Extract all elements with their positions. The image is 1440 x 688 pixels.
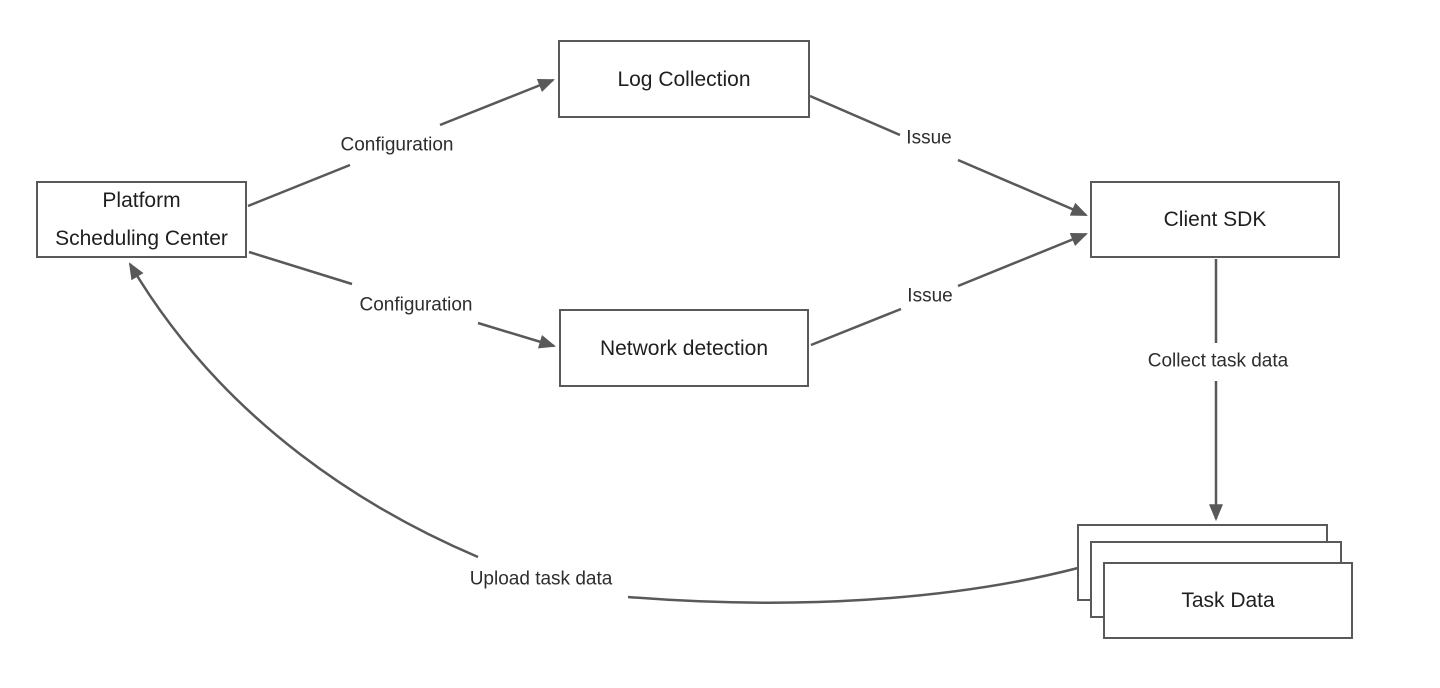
edge-label-issue-top: Issue: [902, 127, 956, 151]
node-network-detection: Network detection: [559, 309, 809, 387]
edge-label-upload-task-data: Upload task data: [465, 568, 617, 592]
edge-label-configuration-top: Configuration: [336, 134, 458, 158]
edge-platform-to-network-seg1: [248, 250, 353, 286]
edge-taskdata-to-platform-seg1: [627, 566, 1079, 604]
node-platform-scheduling-center: Platform Scheduling Center: [36, 181, 247, 258]
node-client-sdk: Client SDK: [1090, 181, 1340, 258]
edge-log-to-client-seg2: [957, 158, 1088, 217]
edge-platform-to-log-seg2: [439, 78, 555, 127]
edge-log-to-client-seg1: [809, 94, 901, 137]
node-network-detection-label: Network detection: [599, 336, 769, 360]
edge-network-to-client-seg1: [810, 307, 902, 347]
edge-network-to-client-seg2: [957, 232, 1088, 288]
edge-label-configuration-bottom: Configuration: [355, 294, 477, 318]
edge-platform-to-network-seg2: [477, 321, 557, 349]
node-platform-label-line1: Platform: [102, 189, 181, 212]
edge-platform-to-log-seg1: [247, 163, 351, 208]
edge-label-issue-bottom: Issue: [903, 285, 957, 309]
edge-taskdata-to-platform-seg2: [128, 262, 479, 559]
node-platform-label-line2: Scheduling Center: [55, 227, 228, 250]
node-task-data-label: Task Data: [1181, 588, 1275, 612]
node-log-collection: Log Collection: [558, 40, 810, 118]
node-log-collection-label: Log Collection: [617, 67, 751, 91]
node-task-data: Task Data: [1103, 562, 1353, 639]
node-client-sdk-label: Client SDK: [1163, 208, 1267, 231]
edge-label-collect-task-data: Collect task data: [1143, 350, 1293, 374]
